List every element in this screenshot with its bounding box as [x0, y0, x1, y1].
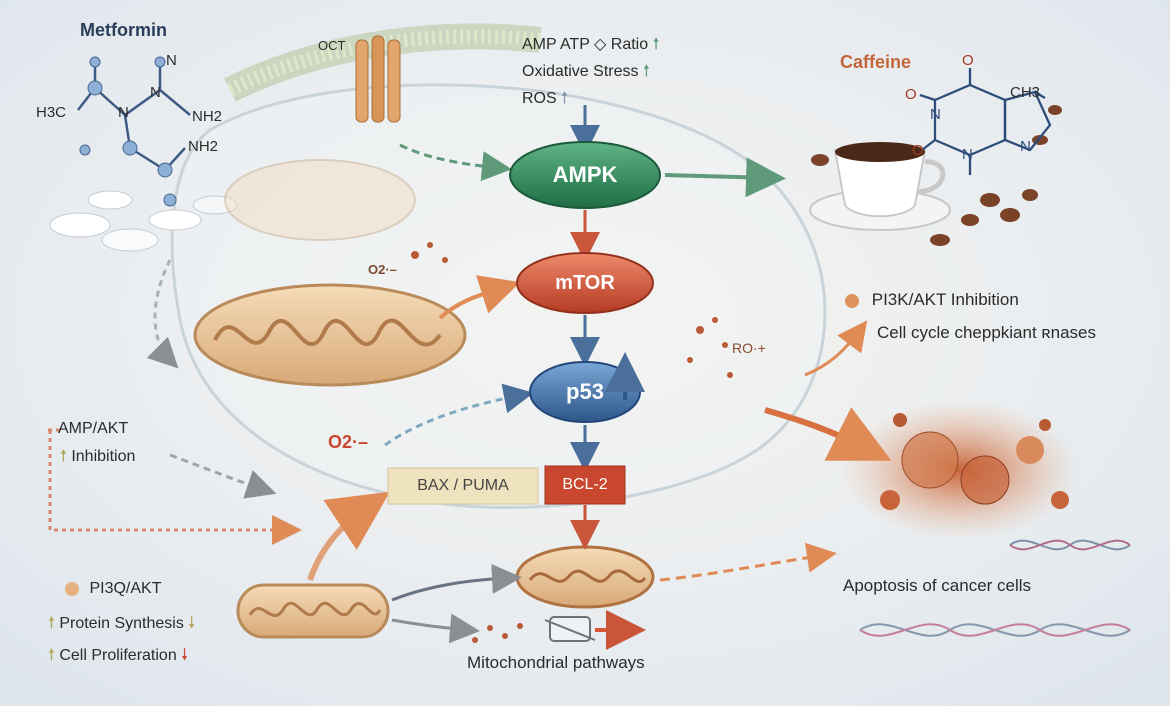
cell-proliferation-text: Cell Proliferation [59, 647, 177, 664]
ros-text: ROS [522, 90, 557, 107]
p53-label: p53 [566, 379, 604, 404]
arrow-mito-to-mtor [438, 275, 521, 320]
stress-ros-line: ROS 🠕 [522, 87, 568, 114]
mitochondrion-center-icon [515, 545, 655, 609]
mtor-node [516, 252, 654, 314]
left-note-line2: 🠕 Inhibition [60, 445, 135, 472]
ro-radical: RO·+ [732, 340, 766, 356]
arrow-bottom-mito-up [307, 491, 390, 581]
oxidative-up-arrow-icon: 🠕 [642, 63, 650, 80]
arrow-membrane-to-ampk [399, 143, 512, 182]
caffeine-o3: O [912, 142, 924, 159]
stress-ratio-text: AMP ATP ◇ Ratio [522, 36, 649, 53]
left-note-text1: AMP/AKT [58, 420, 129, 437]
caffeine-molecule [919, 68, 1052, 175]
caffeine-n2: N [962, 146, 973, 163]
caffeine-ch3: CH3 [1010, 84, 1041, 101]
cancer-cell-debris-icon [840, 400, 1080, 540]
cell-proliferation-line: 🠕 Cell Proliferation 🠗 [48, 644, 188, 671]
arrow-o2-to-p53 [384, 383, 534, 447]
arrow-to-apoptosis [764, 407, 892, 461]
caffeine-n3: N [1020, 138, 1031, 155]
left-note-up-arrow-icon: 🠕 [60, 448, 67, 465]
metformin-tablets-icon [49, 190, 238, 252]
stress-ratio-line: AMP ATP ◇ Ratio 🠕 [522, 33, 659, 60]
arrow-grey-loop [146, 259, 179, 369]
mitochondrion-upper-icon [224, 159, 416, 241]
metformin-n1-label: N [118, 104, 129, 121]
pi3k-bullet-icon [845, 293, 859, 308]
oxidative-stress-text: Oxidative Stress [522, 63, 639, 80]
bcl2-label: BCL-2 [562, 476, 608, 493]
oct-label: OCT [318, 38, 346, 53]
arrow-mito-to-apoptosis [659, 542, 837, 582]
metformin-h3c-label: H3C [36, 104, 67, 121]
ros-up-arrow-icon: 🠕 [561, 90, 568, 107]
arrow-left-dashed-h [48, 430, 302, 545]
bax-puma-box [387, 467, 539, 505]
dna-strand-icon [859, 539, 1131, 637]
o2-radical-bottom: O2·– [328, 432, 369, 452]
pi3q-line: PI3Q/AKT [65, 580, 161, 598]
metformin-atom-balls [79, 56, 177, 207]
mitochondrion-bottom-left-icon [236, 583, 390, 639]
prolif-up-arrow-icon: 🠕 [48, 647, 55, 664]
metformin-n3-label: N [166, 52, 177, 69]
ros-particles-icon [411, 242, 733, 643]
coffee-beans-icon [811, 105, 1062, 246]
enzyme-icon [544, 616, 596, 642]
metformin-title: Metformin [80, 20, 167, 40]
mitochondrion-left-icon [193, 283, 467, 387]
caffeine-n1: N [930, 106, 941, 123]
left-note-line1: AMP/AKT [58, 420, 128, 438]
apoptosis-label: Apoptosis of cancer cells [843, 576, 1032, 595]
ratio-up-arrow-icon: 🠕 [652, 36, 660, 53]
protein-synthesis-text: Protein Synthesis [59, 615, 184, 632]
coffee-cup-icon [809, 142, 951, 231]
arrow-cell-to-pi3k [804, 320, 868, 377]
oct-transporter-icon [355, 35, 401, 123]
pi3k-inhibition-line: PI3K/AKT Inhibition [845, 290, 1019, 310]
pi3q-text: PI3Q/AKT [89, 580, 162, 597]
metformin-nh2a-label: NH2 [192, 108, 223, 125]
caffeine-o1: O [962, 52, 974, 69]
arrow-bottom-to-center-mito [391, 563, 522, 602]
prolif-down-arrow-icon: 🠗 [181, 647, 189, 664]
bax-puma-label: BAX / PUMA [417, 477, 509, 494]
ampk-label: AMPK [552, 162, 618, 187]
metformin-n2-label: N [150, 84, 161, 101]
left-note-text2: Inhibition [71, 448, 136, 465]
protein-down-arrow-icon: 🠗 [188, 615, 196, 632]
arrow-ampk-to-caffeine [664, 157, 786, 198]
protein-up-arrow-icon: 🠕 [48, 615, 55, 632]
bcl2-box [544, 465, 626, 505]
pi3q-bullet-icon [65, 581, 79, 596]
cell-cycle-text: Cell cycle cheppkiant ʀnases [877, 323, 1096, 342]
pathway-arrows [48, 105, 892, 650]
caffeine-o2: O [905, 86, 917, 103]
pi3k-inhibition-text: PI3K/AKT Inhibition [871, 290, 1019, 309]
ampk-node [509, 141, 661, 209]
arrow-bottom-to-enzyme [391, 613, 480, 644]
mitochondrial-pathways-label: Mitochondrial pathways [467, 653, 645, 672]
metformin-nh2b-label: NH2 [188, 138, 219, 155]
stress-oxidative-line: Oxidative Stress 🠕 [522, 60, 650, 87]
protein-synthesis-line: 🠕 Protein Synthesis 🠗 [48, 612, 195, 639]
mtor-label: mTOR [555, 271, 615, 294]
arrow-left-to-bax [169, 453, 277, 499]
o2-radical-top: O2·– [368, 262, 397, 277]
caffeine-title: Caffeine [840, 52, 912, 72]
